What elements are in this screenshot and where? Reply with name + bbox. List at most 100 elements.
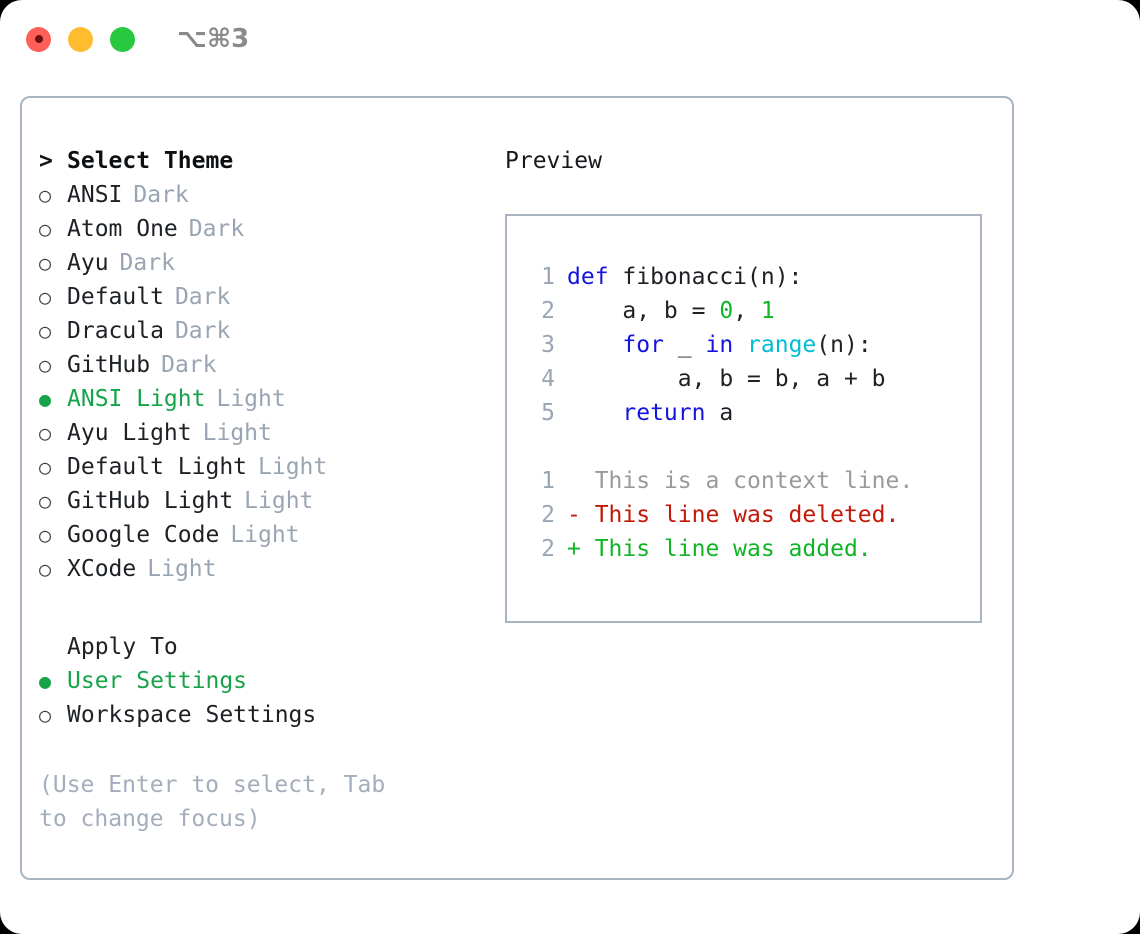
code-token: 0 <box>719 298 734 324</box>
line-number: 2 <box>541 536 555 562</box>
select-theme-heading-row: > Select Theme <box>39 144 482 178</box>
apply-to-option[interactable]: ○ Workspace Settings <box>39 698 482 732</box>
code-token: return <box>622 400 706 426</box>
code-token <box>567 400 622 426</box>
close-button[interactable] <box>26 26 51 52</box>
theme-list-item[interactable]: ○ ANSI Dark <box>39 178 482 212</box>
code-line: 3 for _ in range(n): <box>525 328 980 362</box>
theme-list-item[interactable]: ○ Default Light Light <box>39 450 482 484</box>
theme-list-item[interactable]: ○ Atom One Dark <box>39 212 482 246</box>
code-token <box>733 332 747 358</box>
theme-variant-badge: Dark <box>119 250 175 276</box>
code-token: (n): <box>816 332 872 358</box>
theme-variant-badge: Dark <box>188 216 245 242</box>
code-line: 5 return a <box>525 396 980 430</box>
code-token <box>567 332 622 358</box>
theme-name: Google Code <box>67 522 220 548</box>
minimize-button[interactable] <box>68 26 93 52</box>
theme-variant-badge: Light <box>202 420 272 446</box>
theme-name: XCode <box>67 556 137 582</box>
theme-name: GitHub <box>67 352 151 378</box>
apply-to-list: ● User Settings ○ Workspace Settings <box>39 664 482 732</box>
radio-unselected-icon: ○ <box>39 183 52 207</box>
line-number: 3 <box>541 332 555 358</box>
cursor-icon: > <box>39 148 53 174</box>
code-token: def <box>567 264 609 290</box>
diff-line-text: + This line was added. <box>567 536 872 562</box>
theme-list-item[interactable]: ○ XCode Light <box>39 552 482 586</box>
code-line: 4 a, b = b, a + b <box>525 362 980 396</box>
code-token: fibonacci(n): <box>608 264 803 290</box>
line-number: 2 <box>541 502 555 528</box>
code-line-text: a, b = b, a + b <box>567 362 886 396</box>
radio-unselected-icon: ○ <box>39 319 52 343</box>
preview-title: Preview <box>505 148 602 174</box>
radio-unselected-icon: ○ <box>39 557 52 581</box>
code-line: 1 def fibonacci(n): <box>525 260 980 294</box>
radio-unselected-icon: ○ <box>39 285 52 309</box>
theme-variant-badge: Light <box>216 386 286 412</box>
theme-variant-badge: Dark <box>174 318 231 344</box>
code-line: 2 a, b = 0, 1 <box>525 294 980 328</box>
theme-name: ANSI <box>67 182 123 208</box>
code-token: in <box>705 332 734 358</box>
radio-selected-icon: ● <box>39 669 52 693</box>
radio-unselected-icon: ○ <box>39 421 52 445</box>
apply-to-option[interactable]: ● User Settings <box>39 664 482 698</box>
theme-variant-badge: Dark <box>174 284 231 310</box>
radio-unselected-icon: ○ <box>39 455 52 479</box>
diff-line: 2 + This line was added. <box>525 532 980 566</box>
maximize-button[interactable] <box>110 26 135 52</box>
diff-line: 2 - This line was deleted. <box>525 498 980 532</box>
radio-unselected-icon: ○ <box>39 703 52 727</box>
apply-to-option-label: Workspace Settings <box>67 702 317 728</box>
theme-name: Default Light <box>67 454 248 480</box>
code-token: a, b = <box>567 298 720 324</box>
code-token: for <box>622 332 664 358</box>
diff-sample: 1 This is a context line. 2 - This line wa… <box>525 464 980 566</box>
theme-variant-badge: Light <box>258 454 328 480</box>
radio-unselected-icon: ○ <box>39 251 52 275</box>
theme-name: GitHub Light <box>67 488 234 514</box>
code-line-text: return a <box>567 396 733 430</box>
theme-name: Ayu <box>67 250 109 276</box>
diff-line: 1 This is a context line. <box>525 464 980 498</box>
apply-to-heading-row: Apply To <box>39 630 482 664</box>
diff-line-text: - This line was deleted. <box>567 502 900 528</box>
code-token: _ <box>663 332 706 358</box>
select-theme-heading: Select Theme <box>67 148 234 174</box>
line-number: 1 <box>541 264 555 290</box>
title-bar: ⌥⌘3 <box>0 0 1140 78</box>
apply-to-heading: Apply To <box>67 634 178 660</box>
line-number: 2 <box>541 298 555 324</box>
theme-variant-badge: Dark <box>133 182 189 208</box>
line-number: 5 <box>541 400 555 426</box>
radio-unselected-icon: ○ <box>39 217 52 241</box>
apply-to-option-label: User Settings <box>67 668 248 694</box>
theme-variant-badge: Light <box>147 556 217 582</box>
radio-unselected-icon: ○ <box>39 489 52 513</box>
line-number: 4 <box>541 366 555 392</box>
keyboard-shortcut-label: ⌥⌘3 <box>177 24 250 54</box>
line-number: 1 <box>541 468 555 494</box>
code-line-text: a, b = 0, 1 <box>567 294 774 328</box>
spacer <box>39 586 482 630</box>
close-icon <box>34 35 43 43</box>
theme-name: Atom One <box>67 216 178 242</box>
theme-list-item[interactable]: ○ Ayu Dark <box>39 246 482 280</box>
keyboard-hint: (Use Enter to select, Tab to change focu… <box>39 772 386 832</box>
traffic-light-group <box>26 26 135 52</box>
